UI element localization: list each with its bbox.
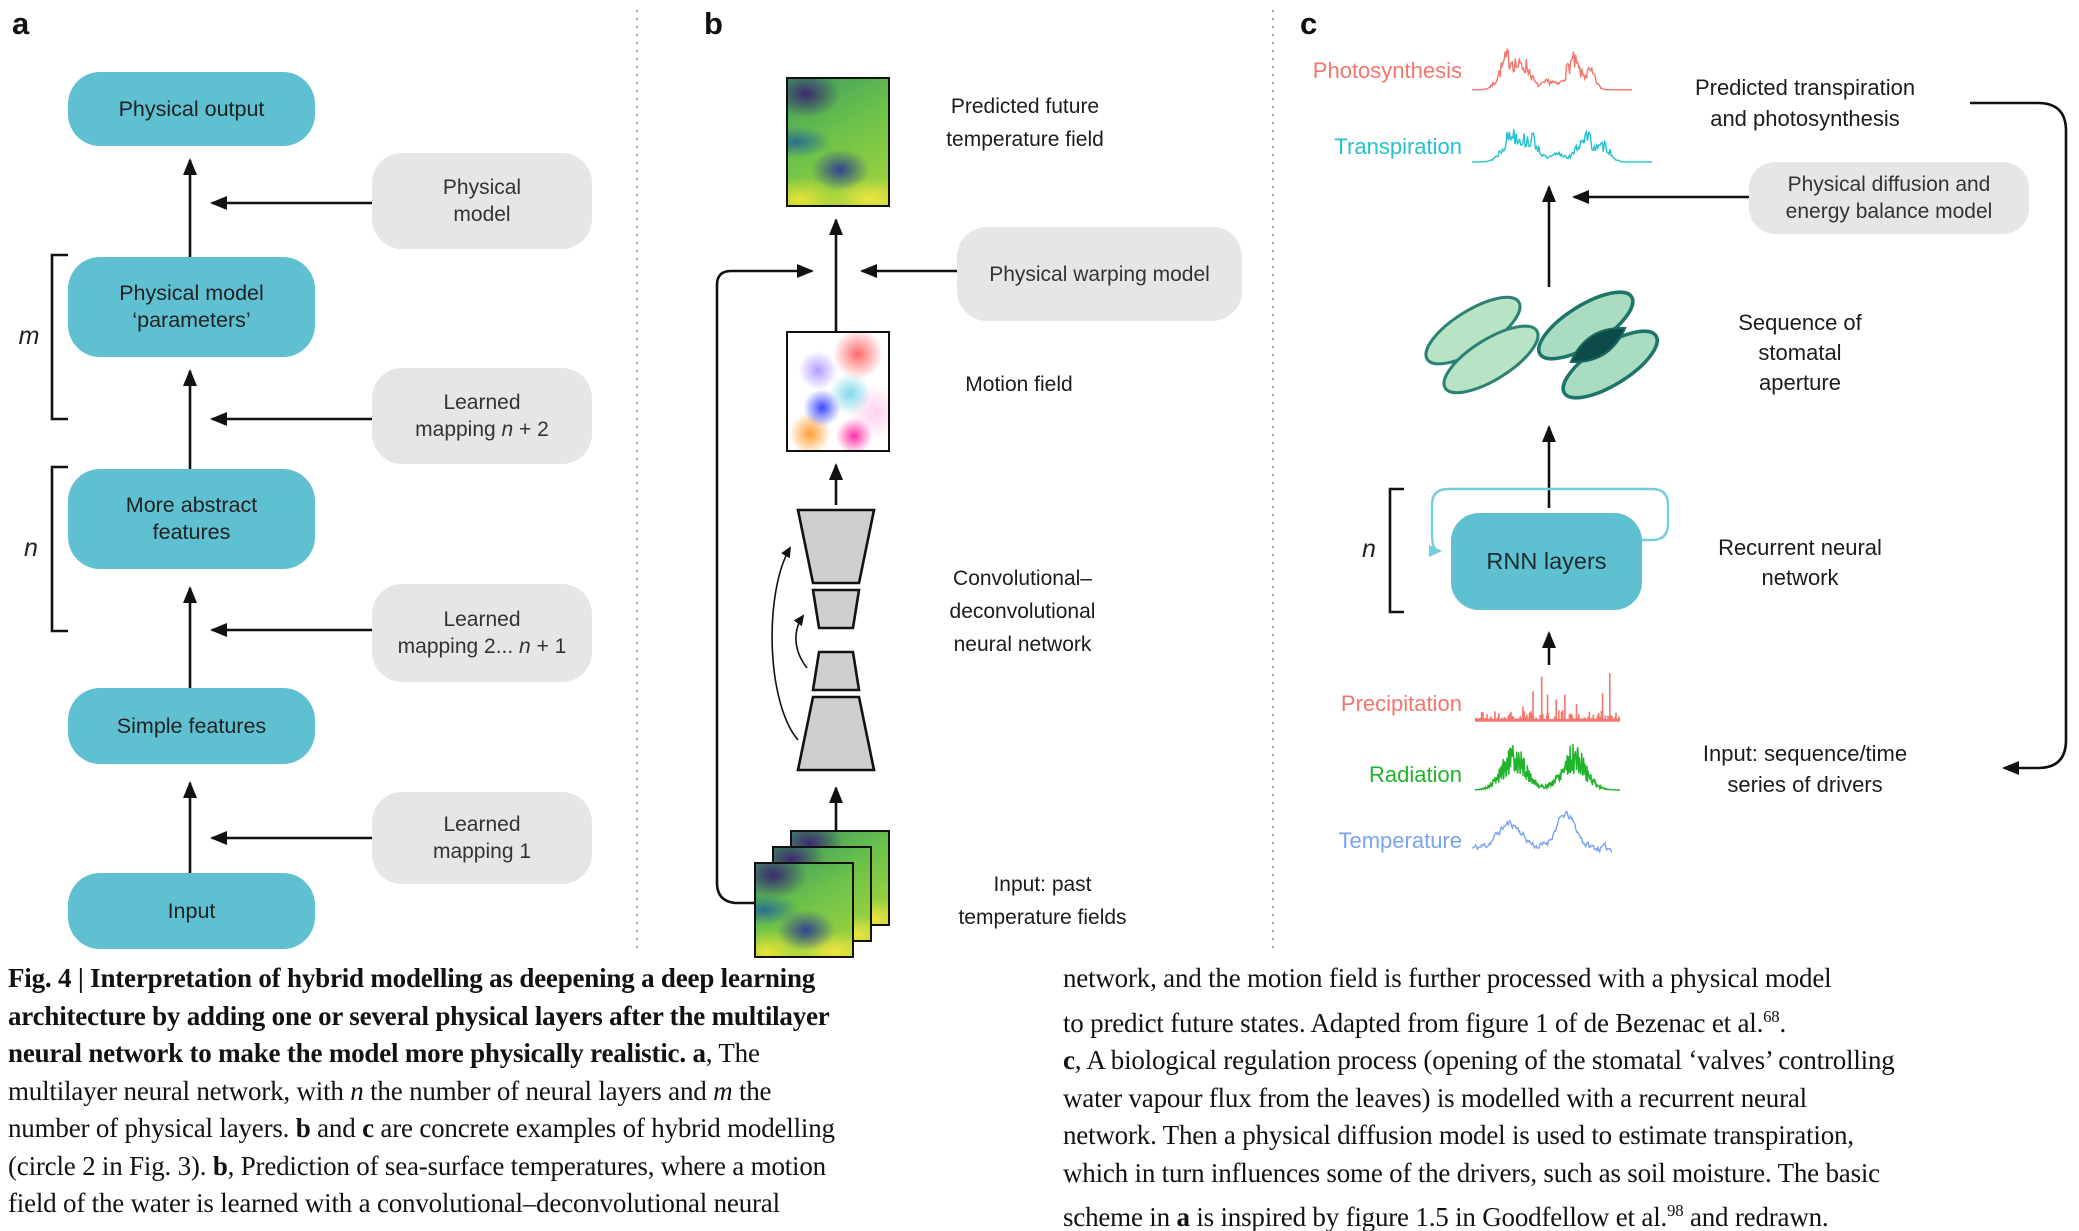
caption-line: multilayer neural network, with n the nu… [8,1075,772,1106]
node-simple-features: Simple features [68,688,315,764]
panel-c-label: c [1300,6,1318,41]
panel-a-arrows [183,158,372,873]
node-physical-output: Physical output [68,72,315,146]
caption-line: network. Then a physical diffusion model… [1063,1120,1854,1150]
cnn-label: Convolutional– deconvolutional neural ne… [949,567,1096,656]
sidebox-physical-model: Physical model [372,153,592,249]
sidebox-physical-warping-model: Physical warping model [957,227,1242,321]
caption-line: which in turn influences some of the dri… [1063,1157,1880,1188]
stoma-open-icon [1537,290,1659,400]
stomatal-aperture-label: Sequence of stomatal aperture [1738,310,1862,395]
bracket-n-c-label: n [1362,535,1376,563]
caption-line: neural network to make the model more ph… [8,1038,760,1068]
caption-line: c, A biological regulation process (open… [1063,1045,1895,1075]
radiation-series [1475,743,1620,791]
node-physical-model-parameters: Physical model ‘parameters’ [68,257,315,357]
transpiration-label: Transpiration [1334,134,1462,159]
caption-line: number of physical layers. b and c are c… [8,1113,835,1143]
photosynthesis-label: Photosynthesis [1312,58,1462,83]
rnn-recurrent-loop [1428,487,1670,557]
node-more-abstract-features: More abstract features [68,469,315,569]
input-past-fields-label: Input: past temperature fields [958,873,1127,929]
radiation-label: Radiation [1369,762,1462,787]
caption-line: scheme in a is inspired by figure 1.5 in… [1063,1201,1829,1231]
bracket-m [50,253,68,421]
caption-line: (circle 2 in Fig. 3). b, Prediction of s… [8,1150,826,1181]
panel-c-arrows [1542,101,2068,775]
precipitation-series [1475,673,1620,722]
panel-b-label: b [704,6,723,41]
recurrent-network-label: Recurrent neural network [1718,535,1882,590]
sidebox-learned-mapping-1: Learned mapping 1 [372,792,592,884]
stoma-closed-icon [1424,295,1540,395]
bracket-n-label: n [24,534,38,562]
temperature-label: Temperature [1338,828,1462,853]
predicted-future-label: Predicted future temperature field [946,95,1104,151]
cnn-skip-arrows [771,546,808,741]
motion-field-image [786,331,890,452]
bracket-m-label: m [18,322,40,350]
precipitation-label: Precipitation [1340,691,1462,716]
panel-b-arrows [715,218,957,905]
caption-line: to predict future states. Adapted from f… [1063,1006,1787,1038]
panel-a-label: a [12,6,30,41]
caption-line: Fig. 4 | Interpretation of hybrid modell… [8,963,816,993]
predicted-temperature-field-image [786,77,890,207]
motion-field-label: Motion field [965,373,1073,396]
cnn-trapezoids [796,508,876,772]
sidebox-learned-mapping-n2: Learned mapping n + 2 [372,368,592,464]
node-input: Input [68,873,315,949]
caption-line: water vapour flux from the leaves) is mo… [1063,1082,1807,1113]
sidebox-learned-mapping-2n1: Learned mapping 2... n + 1 [372,584,592,682]
caption-line: architecture by adding one or several ph… [8,1000,830,1031]
input-drivers-label: Input: sequence/time series of drivers [1702,741,1908,797]
bracket-n-c [1388,487,1404,614]
input-temperature-field-image-front [754,862,854,958]
bracket-n [50,465,68,633]
predicted-transpiration-label: Predicted transpiration and photosynthes… [1694,75,1916,131]
temperature-series [1472,810,1612,854]
caption-line: network, and the motion field is further… [1063,963,1832,993]
photosynthesis-series [1472,47,1632,91]
caption-right-column: network, and the motion field is further… [1063,960,2073,1231]
rnn-layers-box: RNN layers [1451,513,1642,610]
caption-left-column: Fig. 4 | Interpretation of hybrid modell… [8,960,1018,1223]
transpiration-series [1472,129,1652,163]
caption-line: field of the water is learned with a con… [8,1188,780,1218]
sidebox-physical-diffusion: Physical diffusion and energy balance mo… [1749,162,2029,234]
